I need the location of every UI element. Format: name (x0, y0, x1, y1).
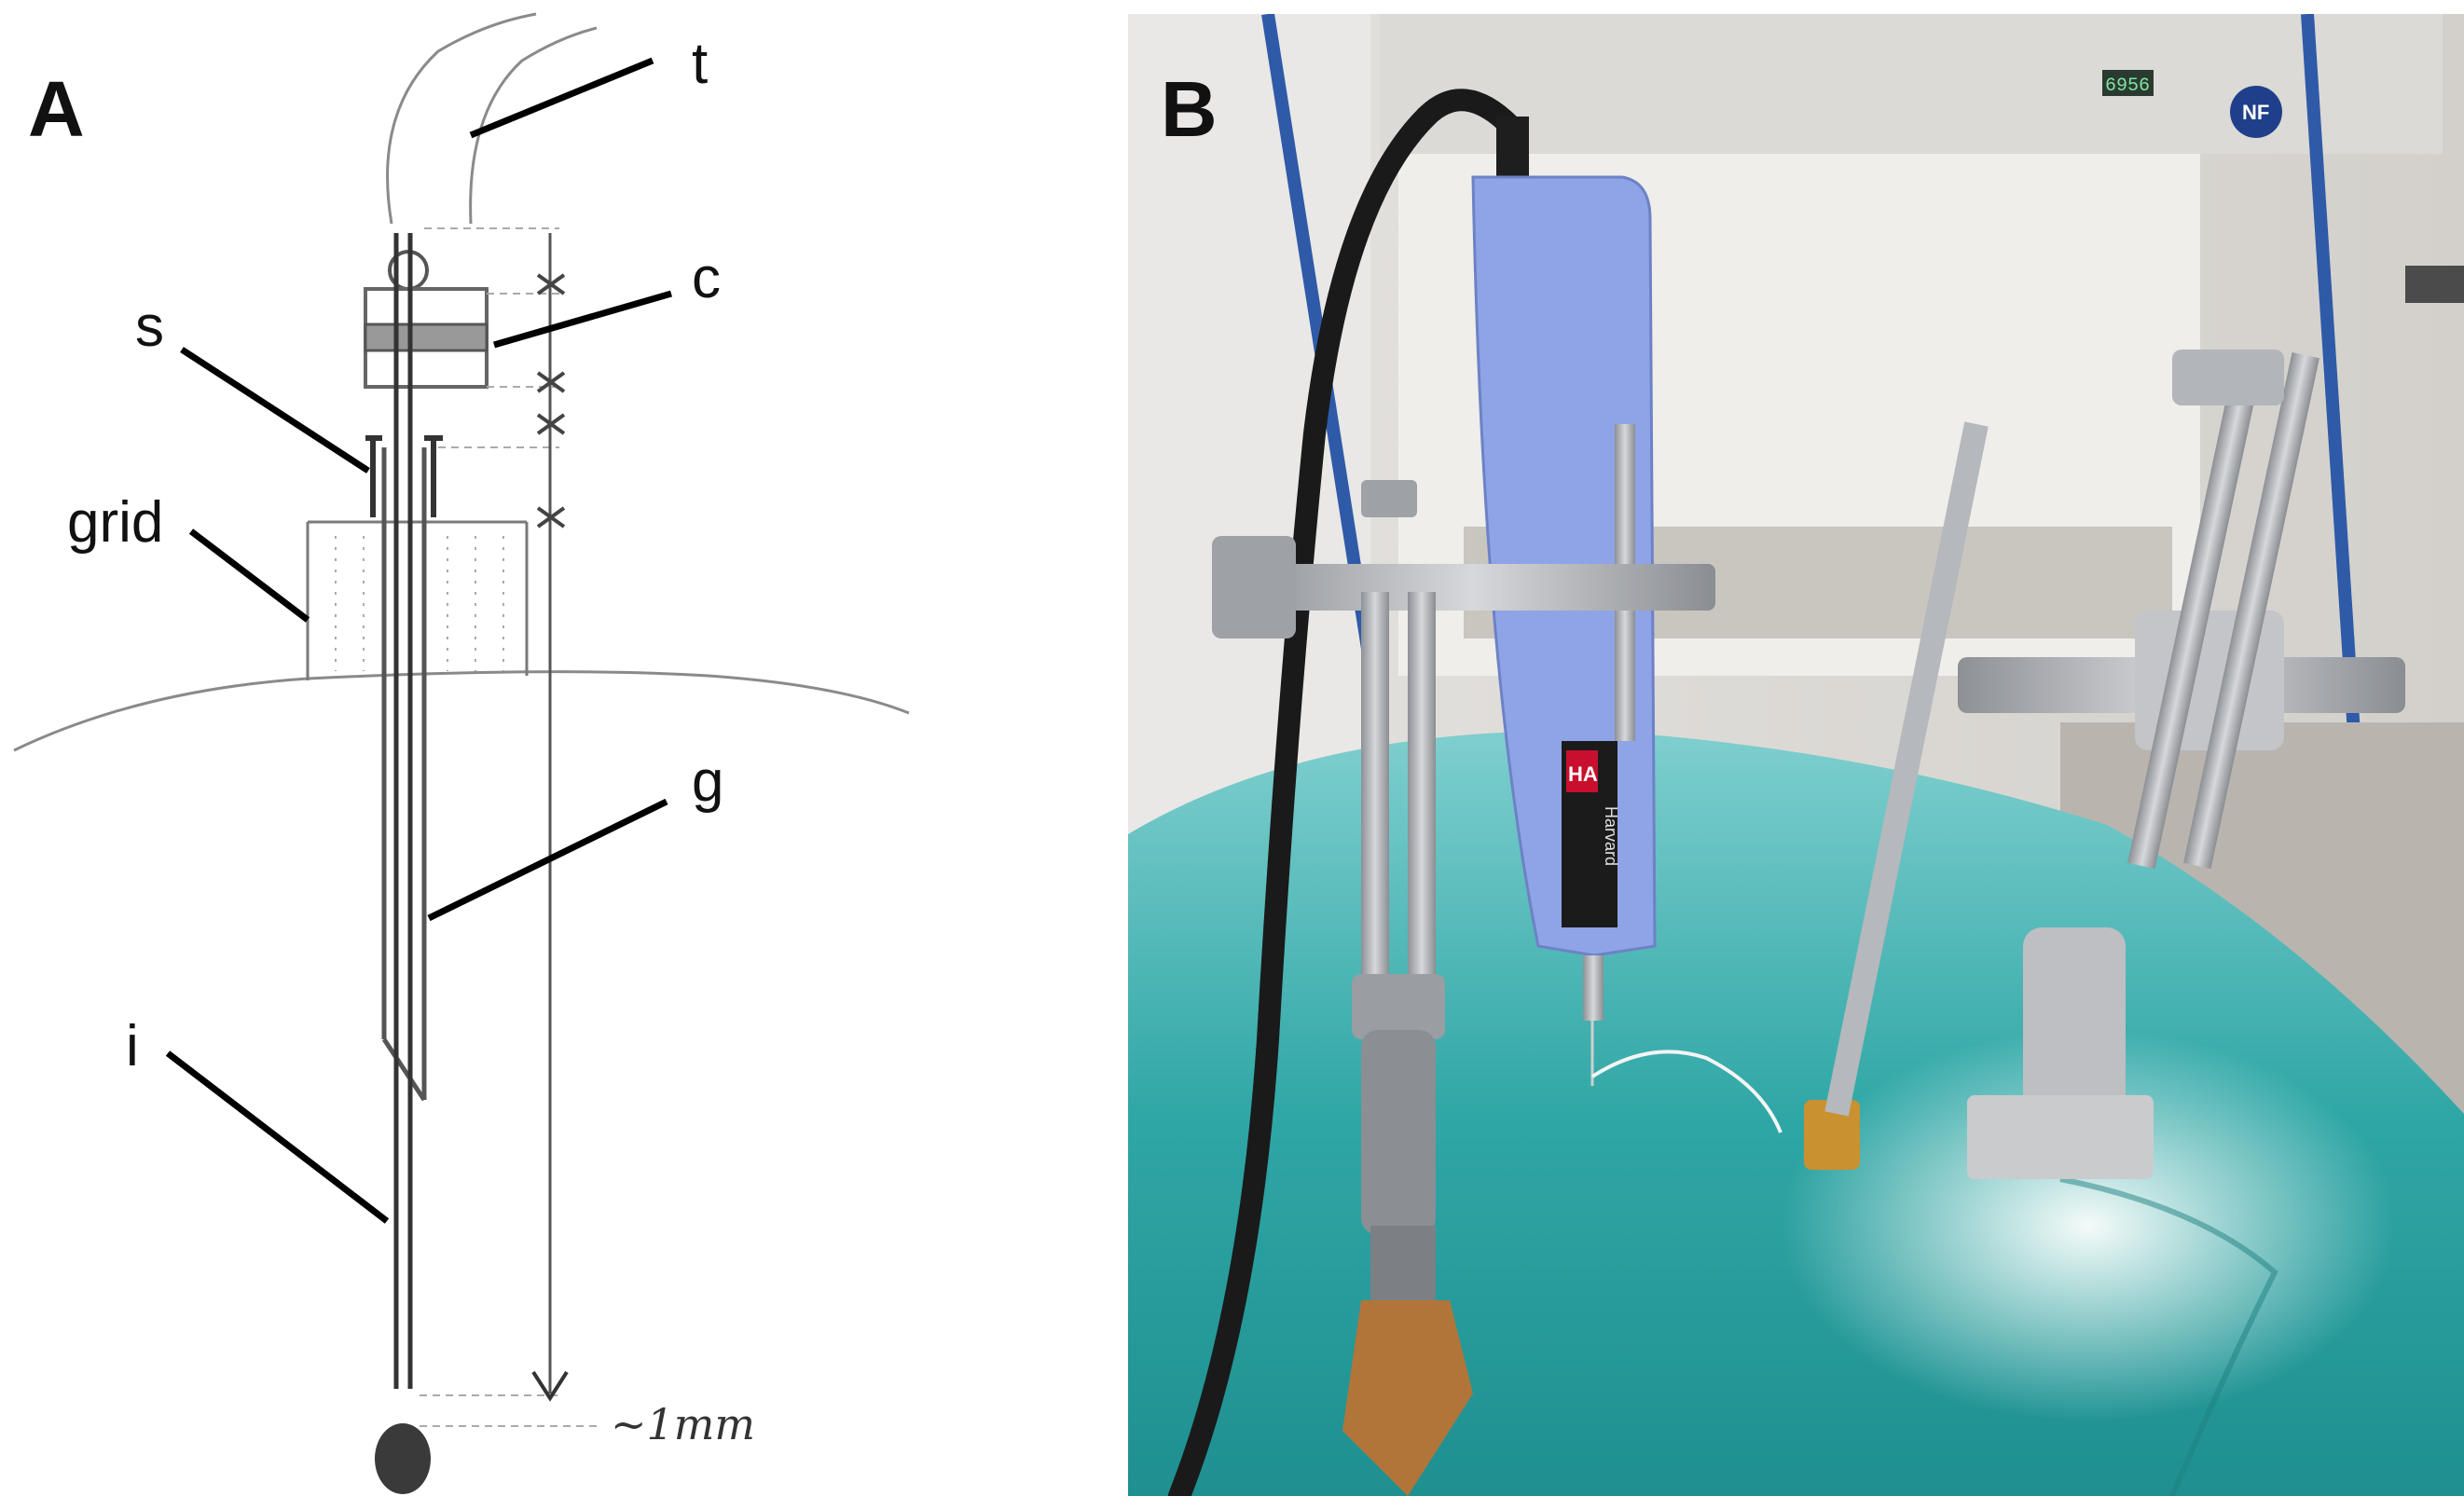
tubing-inner (469, 26, 598, 225)
pump-connector (1496, 117, 1529, 182)
pump-cable (1168, 105, 1438, 1496)
sketch-panel-a (13, 12, 910, 1494)
pump-logo-mark (1566, 750, 1598, 792)
surgical-light-glow (1781, 1030, 2396, 1421)
photo-panel-b: 6956 NF HA Harvard (1128, 14, 2464, 1496)
panel-label-b: B (1161, 65, 1218, 153)
measurement-guides (420, 227, 597, 1427)
connector-band (364, 323, 489, 352)
label-grid: grid (67, 490, 164, 555)
label-c-connector: c (692, 246, 721, 310)
tubing-outer (386, 12, 537, 225)
pump-logo-text: HA (1568, 762, 1598, 786)
grid-box (306, 520, 529, 680)
guide-cannula (381, 447, 427, 1102)
cannula-holder (1804, 1100, 1860, 1170)
label-depth: ~1mm (611, 1399, 756, 1449)
tick-marks (536, 273, 566, 528)
hood-nf-badge (2230, 86, 2282, 138)
pump-brand-text: Harvard (1602, 806, 1620, 866)
injector (393, 233, 413, 1389)
grid-dots (335, 536, 504, 671)
tubing-line (1590, 1050, 1783, 1133)
right-stereotaxic-arm (1824, 350, 2405, 1179)
panel-label-a: A (28, 65, 85, 153)
label-s-sleeve: s (135, 295, 164, 359)
ear-bar-holder (1342, 1300, 1473, 1496)
depth-arrow-head (531, 1370, 569, 1402)
label-g-guide: g (692, 749, 724, 814)
hood-top-panel (1380, 14, 2443, 154)
pump-syringe-tip (1583, 955, 1604, 1021)
skull-surface-curve (13, 670, 910, 752)
drape-fold (2059, 1176, 2278, 1496)
label-t-tubing: t (692, 32, 709, 96)
hood-display-value: 6956 (2105, 76, 2150, 97)
target-site (375, 1423, 431, 1494)
sleeve (365, 435, 443, 517)
left-stereotaxic-arm (1212, 480, 1715, 1328)
label-i-injector: i (126, 1014, 139, 1078)
leader-lines (165, 57, 672, 1224)
hood-display (2102, 70, 2154, 96)
hood-nf-text: NF (2242, 101, 2269, 124)
wall-socket (2405, 266, 2464, 303)
